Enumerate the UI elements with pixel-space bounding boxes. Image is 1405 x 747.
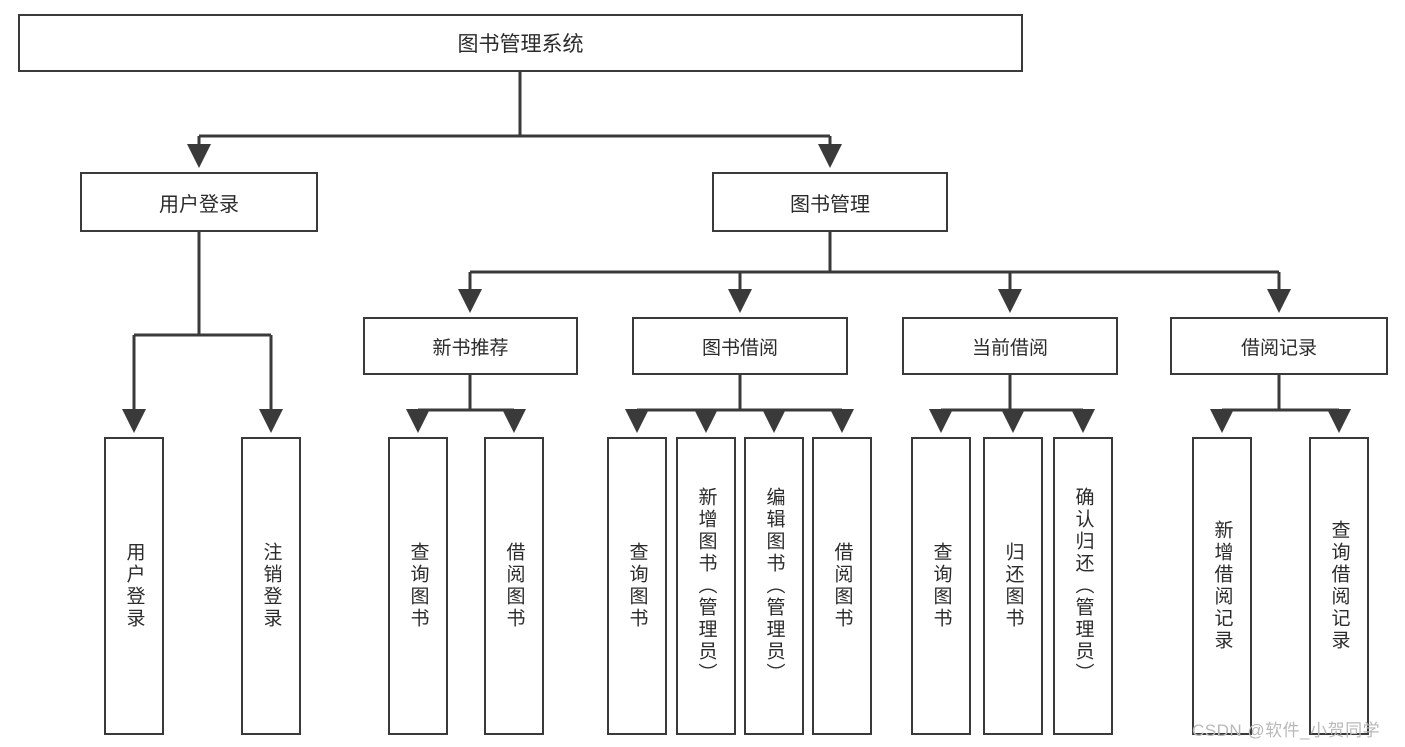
watermark-text: CSDN @软件_小贺同学 [1192,721,1381,740]
leaf-query-book-current[interactable]: 查询图书 [911,437,971,735]
node-book-borrow[interactable]: 图书借阅 [632,317,848,375]
leaf-label: 确认归还（管理员） [1072,487,1094,685]
node-book-borrow-label: 图书借阅 [701,337,778,359]
node-borrow-record-label: 借阅记录 [1240,337,1317,359]
leaf-query-borrow-record[interactable]: 查询借阅记录 [1309,437,1369,735]
leaf-label: 查询图书 [930,542,952,630]
leaf-logout[interactable]: 注销登录 [241,437,301,735]
leaf-edit-book-admin[interactable]: 编辑图书（管理员） [744,437,804,735]
leaf-label: 归还图书 [1002,542,1024,630]
leaf-add-book-admin[interactable]: 新增图书（管理员） [676,437,736,735]
node-borrow-record[interactable]: 借阅记录 [1170,317,1388,375]
leaf-query-book-recommend[interactable]: 查询图书 [388,437,448,735]
leaf-borrow-book[interactable]: 借阅图书 [812,437,872,735]
leaf-user-login[interactable]: 用户登录 [104,437,164,735]
leaf-return-book[interactable]: 归还图书 [983,437,1043,735]
node-new-book-recommend[interactable]: 新书推荐 [363,317,578,375]
leaf-add-borrow-record[interactable]: 新增借阅记录 [1192,437,1252,735]
leaf-confirm-return-admin[interactable]: 确认归还（管理员） [1053,437,1113,735]
node-new-book-recommend-label: 新书推荐 [432,337,509,359]
node-book-management-label: 图书管理 [790,193,870,216]
node-book-management[interactable]: 图书管理 [712,172,948,232]
leaf-label: 查询图书 [626,542,648,630]
node-root-label: 图书管理系统 [457,33,584,56]
node-user-login[interactable]: 用户登录 [80,172,318,232]
leaf-label: 用户登录 [123,542,145,630]
leaf-query-book[interactable]: 查询图书 [607,437,667,735]
leaf-borrow-book-recommend[interactable]: 借阅图书 [484,437,544,735]
leaf-label: 查询图书 [407,542,429,630]
leaf-label: 借阅图书 [831,542,853,630]
leaf-label: 注销登录 [260,542,282,630]
node-user-login-label: 用户登录 [159,193,239,216]
node-current-borrow[interactable]: 当前借阅 [902,317,1118,375]
leaf-label: 编辑图书（管理员） [763,487,785,685]
node-root[interactable]: 图书管理系统 [18,14,1023,72]
leaf-label: 查询借阅记录 [1328,520,1350,652]
leaf-label: 新增图书（管理员） [695,487,717,685]
leaf-label: 新增借阅记录 [1211,520,1233,652]
node-current-borrow-label: 当前借阅 [971,337,1048,359]
leaf-label: 借阅图书 [503,542,525,630]
